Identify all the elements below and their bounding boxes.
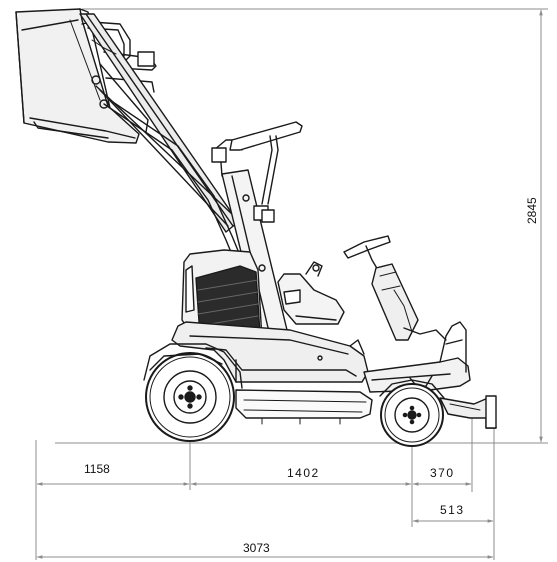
grass-collector — [15, 8, 140, 144]
front-axle-to-deck-front-label: 513 — [440, 503, 465, 517]
front-attachment — [439, 395, 497, 429]
wheelbase-label: 1402 — [287, 466, 320, 480]
front-fender — [379, 379, 445, 399]
mower-illustration — [15, 8, 497, 447]
seat — [277, 261, 345, 325]
cutting-deck — [235, 389, 373, 425]
rear-wheel — [145, 352, 235, 442]
overall-length-label: 3073 — [243, 541, 270, 555]
dimension-labels: 1158 1402 370 513 3073 2845 — [80, 197, 539, 555]
steering-column — [343, 235, 447, 341]
front-frame — [363, 321, 471, 393]
front-wheel — [380, 383, 444, 447]
front-axle-to-deck-label: 370 — [430, 466, 455, 480]
top-handle — [229, 121, 303, 223]
engine-cover — [181, 249, 263, 341]
rear-overhang-label: 1158 — [84, 462, 110, 476]
chassis-body — [171, 321, 369, 383]
overall-height-label: 2845 — [525, 197, 539, 224]
rear-fender — [143, 343, 243, 389]
